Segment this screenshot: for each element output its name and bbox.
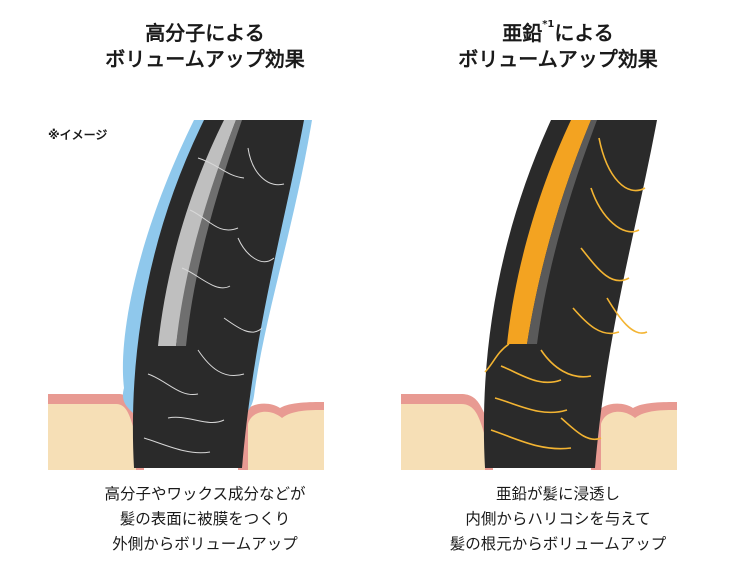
polymer-title-line1: 高分子による xyxy=(145,21,265,45)
gum-right xyxy=(238,402,324,470)
zinc-caption-line1: 亜鉛が髪に浸透し xyxy=(495,485,620,503)
polymer-caption: 高分子やワックス成分などが 髪の表面に被膜をつくり 外側からボリュームアップ xyxy=(40,482,370,557)
polymer-caption-line1: 高分子やワックス成分などが xyxy=(104,485,306,503)
skin-right xyxy=(597,403,677,470)
zinc-hair-svg xyxy=(401,120,677,470)
gum-left xyxy=(48,394,144,470)
zinc-panel: 亜鉛*1による ボリュームアップ効果 xyxy=(393,0,723,579)
polymer-title: 高分子による ボリュームアップ効果 xyxy=(40,20,370,72)
hair-shaft xyxy=(132,120,304,468)
gum-left xyxy=(401,394,493,470)
zinc-title-rest: による xyxy=(554,21,614,45)
zinc-title-line1: 亜鉛*1による xyxy=(393,20,723,46)
cuticle-lines xyxy=(143,147,285,454)
zinc-title-main: 亜鉛 xyxy=(502,21,543,45)
polymer-caption-line2: 髪の表面に被膜をつくり xyxy=(119,510,291,528)
zinc-footnote-mark: *1 xyxy=(542,19,555,30)
skin-right xyxy=(244,403,324,470)
hair-core-shade xyxy=(176,120,242,346)
hair-core xyxy=(158,120,236,346)
skin-left xyxy=(48,394,144,470)
polymer-panel: 高分子による ボリュームアップ効果 ※イメージ xyxy=(40,0,370,579)
polymer-hair-svg xyxy=(48,120,324,470)
zinc-caption-line2: 内側からハリコシを与えて xyxy=(465,510,651,528)
zinc-title: 亜鉛*1による ボリュームアップ効果 xyxy=(393,20,723,72)
skin-left xyxy=(401,394,493,470)
zinc-caption: 亜鉛が髪に浸透し 内側からハリコシを与えて 髪の根元からボリュームアップ xyxy=(393,482,723,557)
zinc-title-line2: ボリュームアップ効果 xyxy=(458,47,658,71)
gum-right xyxy=(591,402,677,470)
image-note: ※イメージ xyxy=(48,128,108,142)
polymer-caption-line3: 外側からボリュームアップ xyxy=(112,535,298,553)
zinc-core xyxy=(507,120,591,344)
hair-shaft xyxy=(483,120,657,468)
zinc-caption-line3: 髪の根元からボリュームアップ xyxy=(449,535,667,553)
polymer-illustration: ※イメージ xyxy=(48,118,324,470)
polymer-title-line2: ボリュームアップ効果 xyxy=(105,47,305,71)
zinc-network xyxy=(484,137,648,450)
zinc-illustration xyxy=(401,118,677,470)
zinc-core-shade xyxy=(527,120,597,344)
